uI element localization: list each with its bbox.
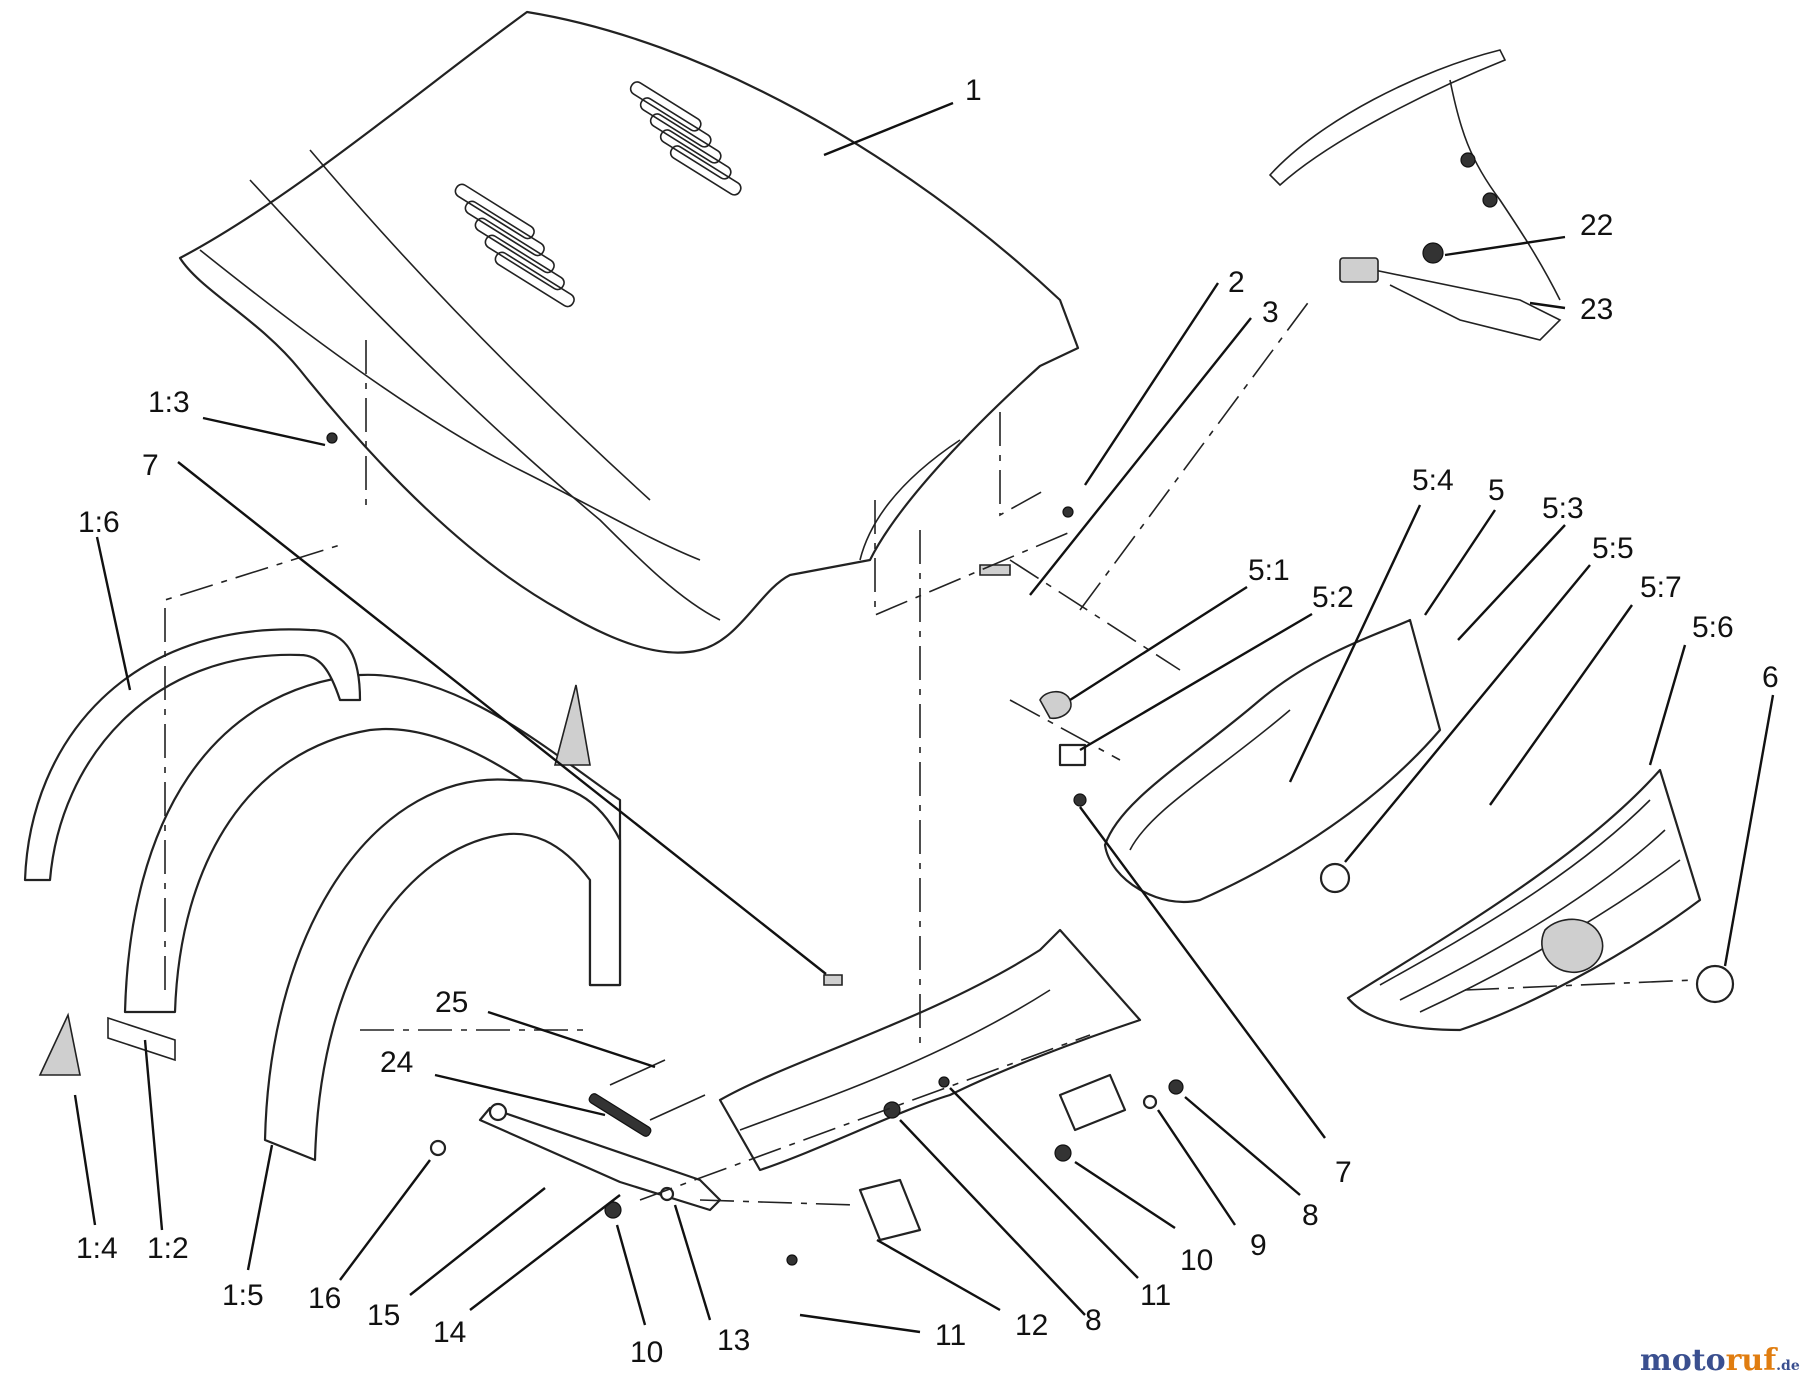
spring-24 [588, 1093, 652, 1137]
bolt-10b [604, 1201, 622, 1219]
callout-8a: 8 [1302, 1199, 1319, 1232]
callout-1-3: 1:3 [148, 386, 190, 419]
headlight-housing [1039, 618, 1442, 903]
callout-5: 5 [1488, 474, 1505, 507]
nut-8a [1168, 1079, 1184, 1095]
callout-11b: 11 [935, 1319, 966, 1352]
strap-3 [979, 564, 1011, 576]
fender-right-top [23, 628, 362, 882]
spacer-block-bottom [38, 1012, 81, 1076]
callout-7b: 7 [1335, 1156, 1352, 1189]
screw-2 [1062, 506, 1074, 518]
screw-11a [938, 1076, 950, 1088]
callout-1-6: 1:6 [78, 506, 120, 539]
callout-1-4: 1:4 [76, 1232, 118, 1265]
callout-10a: 10 [1180, 1244, 1213, 1277]
rod-25 [609, 1059, 666, 1086]
callout-5-1: 5:1 [1248, 554, 1290, 587]
bulb-5-5 [1319, 862, 1351, 894]
hood-linkage [478, 1059, 722, 1212]
hood-part [178, 10, 1080, 654]
callout-24: 24 [380, 1046, 413, 1079]
callout-13: 13 [717, 1324, 750, 1357]
mount-bracket [718, 928, 1142, 1242]
callout-9: 9 [1250, 1229, 1267, 1262]
callout-3: 3 [1262, 296, 1279, 329]
harness-connector [1339, 257, 1379, 283]
gasket-5-2 [1058, 743, 1087, 767]
callout-11a: 11 [1140, 1279, 1171, 1312]
watermark-suffix: .de [1776, 1358, 1800, 1374]
pin-1-3 [326, 432, 338, 444]
callout-23: 23 [1580, 293, 1613, 326]
callout-12: 12 [1015, 1309, 1048, 1342]
svg-text:motoruf.de: motoruf.de [1640, 1343, 1800, 1378]
callout-15: 15 [367, 1299, 400, 1332]
callout-16: 16 [308, 1282, 341, 1315]
alignment-lines [164, 299, 1696, 1206]
washer-9 [1142, 1094, 1158, 1110]
fender-left [263, 778, 622, 1162]
callout-1-2: 1:2 [147, 1232, 189, 1265]
callout-5-7: 5:7 [1640, 571, 1682, 604]
callout-25: 25 [435, 986, 468, 1019]
callout-10b: 10 [630, 1336, 663, 1369]
watermark-logo: motoruf.de [1640, 1343, 1800, 1378]
watermark-part1: moto [1640, 1343, 1726, 1378]
leader-lines [73, 101, 1775, 1334]
callout-2: 2 [1228, 266, 1245, 299]
bracket-12 [858, 1178, 922, 1242]
washer-16 [429, 1139, 447, 1157]
harness-switch [1422, 242, 1444, 264]
bolt-10a [1054, 1144, 1072, 1162]
hood-vents-lower [454, 183, 575, 308]
watermark-part2: ruf [1726, 1343, 1779, 1378]
callout-1: 1 [965, 74, 982, 107]
spacer-block-top [553, 684, 591, 766]
callout-8b: 8 [1085, 1304, 1102, 1337]
callout-6: 6 [1762, 661, 1779, 694]
hood-vents-upper [629, 81, 742, 196]
callout-14: 14 [433, 1316, 466, 1349]
grille-part [1346, 768, 1735, 1032]
callout-5-3: 5:3 [1542, 492, 1584, 525]
clip-7 [823, 974, 843, 986]
callout-5-2: 5:2 [1312, 581, 1354, 614]
callout-labels: 1 2 3 22 23 1:3 7 1:6 5:4 5 5:3 5:5 5:1 … [76, 74, 1779, 1369]
callout-5-6: 5:6 [1692, 611, 1734, 644]
bracket-10 [1058, 1073, 1127, 1132]
callout-7a: 7 [142, 449, 159, 482]
grille-light [1695, 964, 1735, 1004]
wiring-harness [1268, 49, 1562, 341]
grille-emblem [1541, 918, 1604, 973]
callout-22: 22 [1580, 209, 1613, 242]
socket-5-1 [1039, 690, 1072, 720]
callout-5-4: 5:4 [1412, 464, 1454, 497]
bracket-1-2 [107, 1016, 176, 1062]
clip-7b [1073, 793, 1087, 807]
callout-1-5: 1:5 [222, 1279, 264, 1312]
callout-5-5: 5:5 [1592, 532, 1634, 565]
screw-11b [786, 1254, 798, 1266]
